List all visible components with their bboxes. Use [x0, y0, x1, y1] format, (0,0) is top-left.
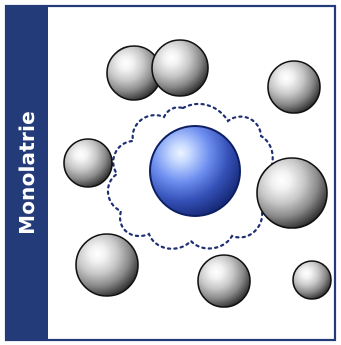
gray-sphere-right-middle	[257, 158, 327, 228]
gray-sphere-top-right	[268, 61, 320, 113]
gray-sphere-bottom-left	[76, 234, 138, 296]
side-label-band	[6, 6, 48, 340]
gray-sphere-bottom-center	[198, 255, 250, 307]
central-blue-sphere	[150, 126, 240, 216]
gray-sphere-bottom-right	[293, 261, 331, 299]
gray-sphere-top-left-2	[152, 40, 208, 96]
gray-sphere-left-middle	[64, 139, 112, 187]
